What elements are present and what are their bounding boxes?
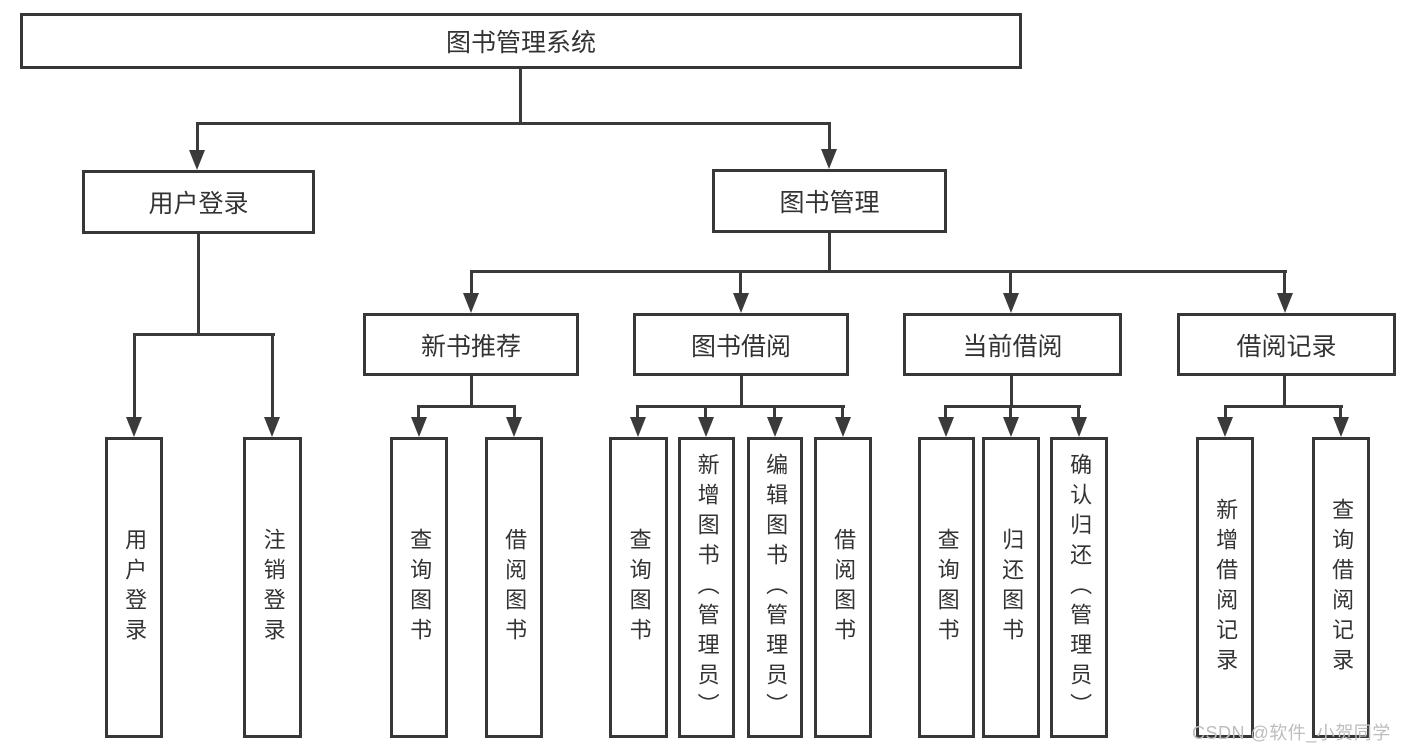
- arrowhead-to-user-login: [189, 150, 205, 170]
- csdn-watermark: CSDN @软件_小贺同学: [1192, 723, 1391, 743]
- leaf-query-borrow-record: 查询借阅记录: [1312, 437, 1370, 738]
- connector-current-hline: [944, 405, 1081, 408]
- leaf-recommend-query-books-label: 查询图书: [407, 527, 433, 648]
- node-borrow-record: 借阅记录: [1177, 313, 1396, 376]
- arrowhead-to-leaf-logout: [264, 417, 280, 437]
- leaf-user-login: 用户登录: [105, 437, 163, 738]
- connector-bookmgmt-hline: [470, 270, 1287, 273]
- arrowhead-to-book-borrow: [733, 293, 749, 313]
- arrowhead-to-query-record: [1333, 417, 1349, 437]
- arrowhead-to-new-book-recommend: [463, 293, 479, 313]
- connector-recommend-stub-2: [513, 405, 516, 419]
- leaf-borrow-query-books: 查询图书: [609, 437, 668, 738]
- leaf-edit-books-admin-label: 编辑图书（管理员）: [763, 452, 789, 723]
- node-root: 图书管理系统: [20, 13, 1022, 69]
- connector-record-hline: [1224, 405, 1343, 408]
- node-new-book-recommend: 新书推荐: [363, 313, 579, 376]
- connector-bookmgmt-stub-3: [1009, 270, 1012, 295]
- leaf-confirm-return-admin: 确认归还（管理员）: [1050, 437, 1108, 738]
- connector-record-stub-2: [1339, 405, 1342, 419]
- connector-bookmgmt-vline: [828, 233, 831, 273]
- arrowhead-to-borrow-query: [630, 417, 646, 437]
- connector-userlogin-vline: [197, 234, 200, 336]
- leaf-edit-books-admin: 编辑图书（管理员）: [747, 437, 803, 738]
- connector-borrow-hline: [636, 405, 845, 408]
- connector-borrow-stub-2: [704, 405, 707, 419]
- connector-bookmgmt-stub-1: [470, 270, 473, 295]
- node-user-login-label: 用户登录: [148, 190, 249, 218]
- connector-borrow-stub-3: [773, 405, 776, 419]
- connector-current-stub-2: [1009, 405, 1012, 419]
- leaf-return-books-label: 归还图书: [999, 527, 1025, 648]
- arrowhead-to-book-management: [821, 149, 837, 169]
- node-new-book-recommend-label: 新书推荐: [420, 332, 521, 361]
- node-root-label: 图书管理系统: [445, 29, 596, 57]
- connector-borrow-vline: [740, 376, 743, 408]
- arrowhead-to-current-query: [938, 417, 954, 437]
- connector-current-stub-3: [1077, 405, 1080, 419]
- connector-recommend-vline: [470, 376, 473, 408]
- connector-userlogin-stub-2: [271, 333, 274, 419]
- arrowhead-to-add-books: [698, 417, 714, 437]
- node-book-management-label: 图书管理: [779, 189, 880, 217]
- connector-root-right-stub: [828, 122, 831, 153]
- leaf-add-books-admin-label: 新增图书（管理员）: [694, 452, 720, 723]
- connector-bookmgmt-stub-4: [1283, 270, 1286, 295]
- arrowhead-to-leaf-user-login: [126, 417, 142, 437]
- leaf-add-books-admin: 新增图书（管理员）: [678, 437, 735, 738]
- connector-borrow-stub-4: [841, 405, 844, 419]
- connector-record-stub-1: [1224, 405, 1227, 419]
- connector-recommend-stub-1: [417, 405, 420, 419]
- connector-root-hline: [196, 122, 831, 125]
- arrowhead-to-confirm-return: [1071, 417, 1087, 437]
- arrowhead-to-edit-books: [767, 417, 783, 437]
- leaf-recommend-borrow-books: 借阅图书: [485, 437, 543, 738]
- node-current-borrow: 当前借阅: [903, 313, 1122, 376]
- arrowhead-to-add-record: [1217, 417, 1233, 437]
- connector-recommend-hline: [417, 405, 516, 408]
- connector-root-left-stub: [196, 122, 199, 154]
- leaf-return-books: 归还图书: [982, 437, 1040, 738]
- leaf-borrow-borrow-books: 借阅图书: [814, 437, 872, 738]
- leaf-borrow-borrow-books-label: 借阅图书: [831, 527, 857, 648]
- arrowhead-to-borrow-record: [1277, 293, 1293, 313]
- node-book-management: 图书管理: [712, 169, 947, 233]
- arrowhead-to-return-books: [1003, 417, 1019, 437]
- arrowhead-to-recommend-borrow: [506, 417, 522, 437]
- leaf-recommend-borrow-books-label: 借阅图书: [502, 527, 528, 648]
- node-user-login: 用户登录: [82, 170, 315, 234]
- connector-current-vline: [1010, 376, 1013, 408]
- node-current-borrow-label: 当前借阅: [962, 332, 1063, 361]
- connector-bookmgmt-stub-2: [739, 270, 742, 295]
- node-book-borrow: 图书借阅: [633, 313, 849, 376]
- leaf-confirm-return-admin-label: 确认归还（管理员）: [1067, 452, 1093, 723]
- arrowhead-to-current-borrow: [1003, 293, 1019, 313]
- leaf-recommend-query-books: 查询图书: [390, 437, 448, 738]
- leaf-borrow-query-books-label: 查询图书: [626, 527, 652, 648]
- node-borrow-record-label: 借阅记录: [1236, 332, 1337, 361]
- leaf-logout: 注销登录: [243, 437, 302, 738]
- connector-record-vline: [1283, 376, 1286, 408]
- leaf-current-query-books: 查询图书: [918, 437, 975, 738]
- connector-userlogin-stub-1: [133, 333, 136, 419]
- connector-root-vline: [519, 69, 522, 124]
- connector-current-stub-1: [944, 405, 947, 419]
- leaf-user-login-label: 用户登录: [122, 527, 148, 648]
- connector-borrow-stub-1: [636, 405, 639, 419]
- arrowhead-to-borrow-books: [835, 417, 851, 437]
- leaf-query-borrow-record-label: 查询借阅记录: [1329, 497, 1355, 678]
- node-book-borrow-label: 图书借阅: [690, 332, 791, 361]
- connector-userlogin-hline: [133, 333, 275, 336]
- leaf-add-borrow-record-label: 新增借阅记录: [1213, 497, 1239, 678]
- leaf-add-borrow-record: 新增借阅记录: [1196, 437, 1254, 738]
- leaf-logout-label: 注销登录: [260, 527, 286, 648]
- arrowhead-to-recommend-query: [411, 417, 427, 437]
- leaf-current-query-books-label: 查询图书: [934, 527, 960, 648]
